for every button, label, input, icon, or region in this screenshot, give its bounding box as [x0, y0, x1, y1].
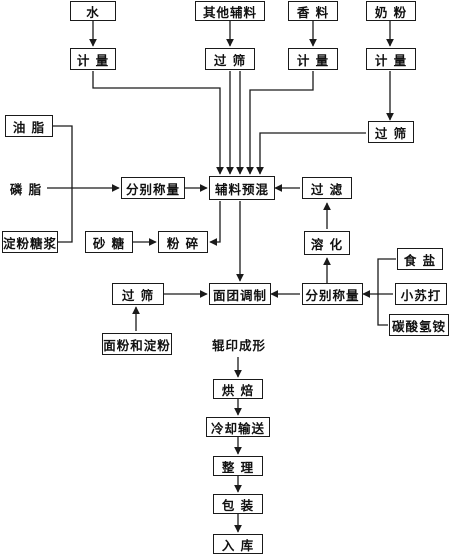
node-flavor: 香 料 [288, 1, 338, 21]
node-sieve-flour: 过 筛 [112, 283, 164, 305]
node-flour-starch: 面粉和淀粉 [102, 333, 172, 355]
node-other-aux: 其他辅料 [195, 1, 265, 21]
node-meter-water: 计 量 [70, 48, 116, 70]
edge-oil-merge [53, 125, 73, 188]
node-sugar: 砂 糖 [85, 231, 133, 253]
node-ammonium-bicarbonate: 碳酸氢铵 [389, 314, 449, 336]
node-oil: 油 脂 [5, 115, 53, 137]
edge-premix-crush [209, 201, 221, 246]
node-meter-milk: 计 量 [366, 48, 416, 70]
edge-salt-merge [377, 258, 396, 294]
node-baking-soda: 小苏打 [395, 283, 447, 305]
node-packing: 包 装 [213, 494, 263, 514]
node-premix: 辅料预混 [209, 176, 275, 200]
edge-ammonium-merge [377, 294, 388, 326]
node-cooling: 冷却输送 [206, 417, 270, 437]
edge-syrup-merge [57, 188, 73, 243]
node-weigh-left: 分别称量 [121, 177, 185, 199]
node-rolling: 辊印成形 [209, 333, 269, 355]
node-salt: 食 盐 [397, 248, 443, 270]
node-phospholipid: 磷 脂 [5, 177, 47, 199]
edge-milksieve-premix [256, 132, 366, 175]
edge-water-premix [92, 71, 224, 175]
node-water: 水 [70, 1, 116, 21]
node-crush: 粉 碎 [158, 231, 208, 253]
node-starch-syrup: 淀粉糖浆 [2, 231, 58, 253]
node-milk-powder: 奶 粉 [366, 1, 416, 21]
node-sieve-other: 过 筛 [205, 48, 255, 70]
node-dissolve: 溶 化 [304, 231, 350, 255]
node-baking: 烘 焙 [213, 379, 263, 399]
node-weigh-right: 分别称量 [302, 283, 363, 305]
node-sieve-milk: 过 筛 [368, 121, 414, 143]
node-meter-flavor: 计 量 [288, 48, 338, 70]
edge-flavor-premix [246, 71, 314, 175]
node-storage: 入 库 [213, 534, 263, 554]
node-filter: 过 滤 [302, 177, 352, 199]
node-sorting: 整 理 [213, 456, 263, 476]
node-dough: 面团调制 [209, 283, 271, 305]
